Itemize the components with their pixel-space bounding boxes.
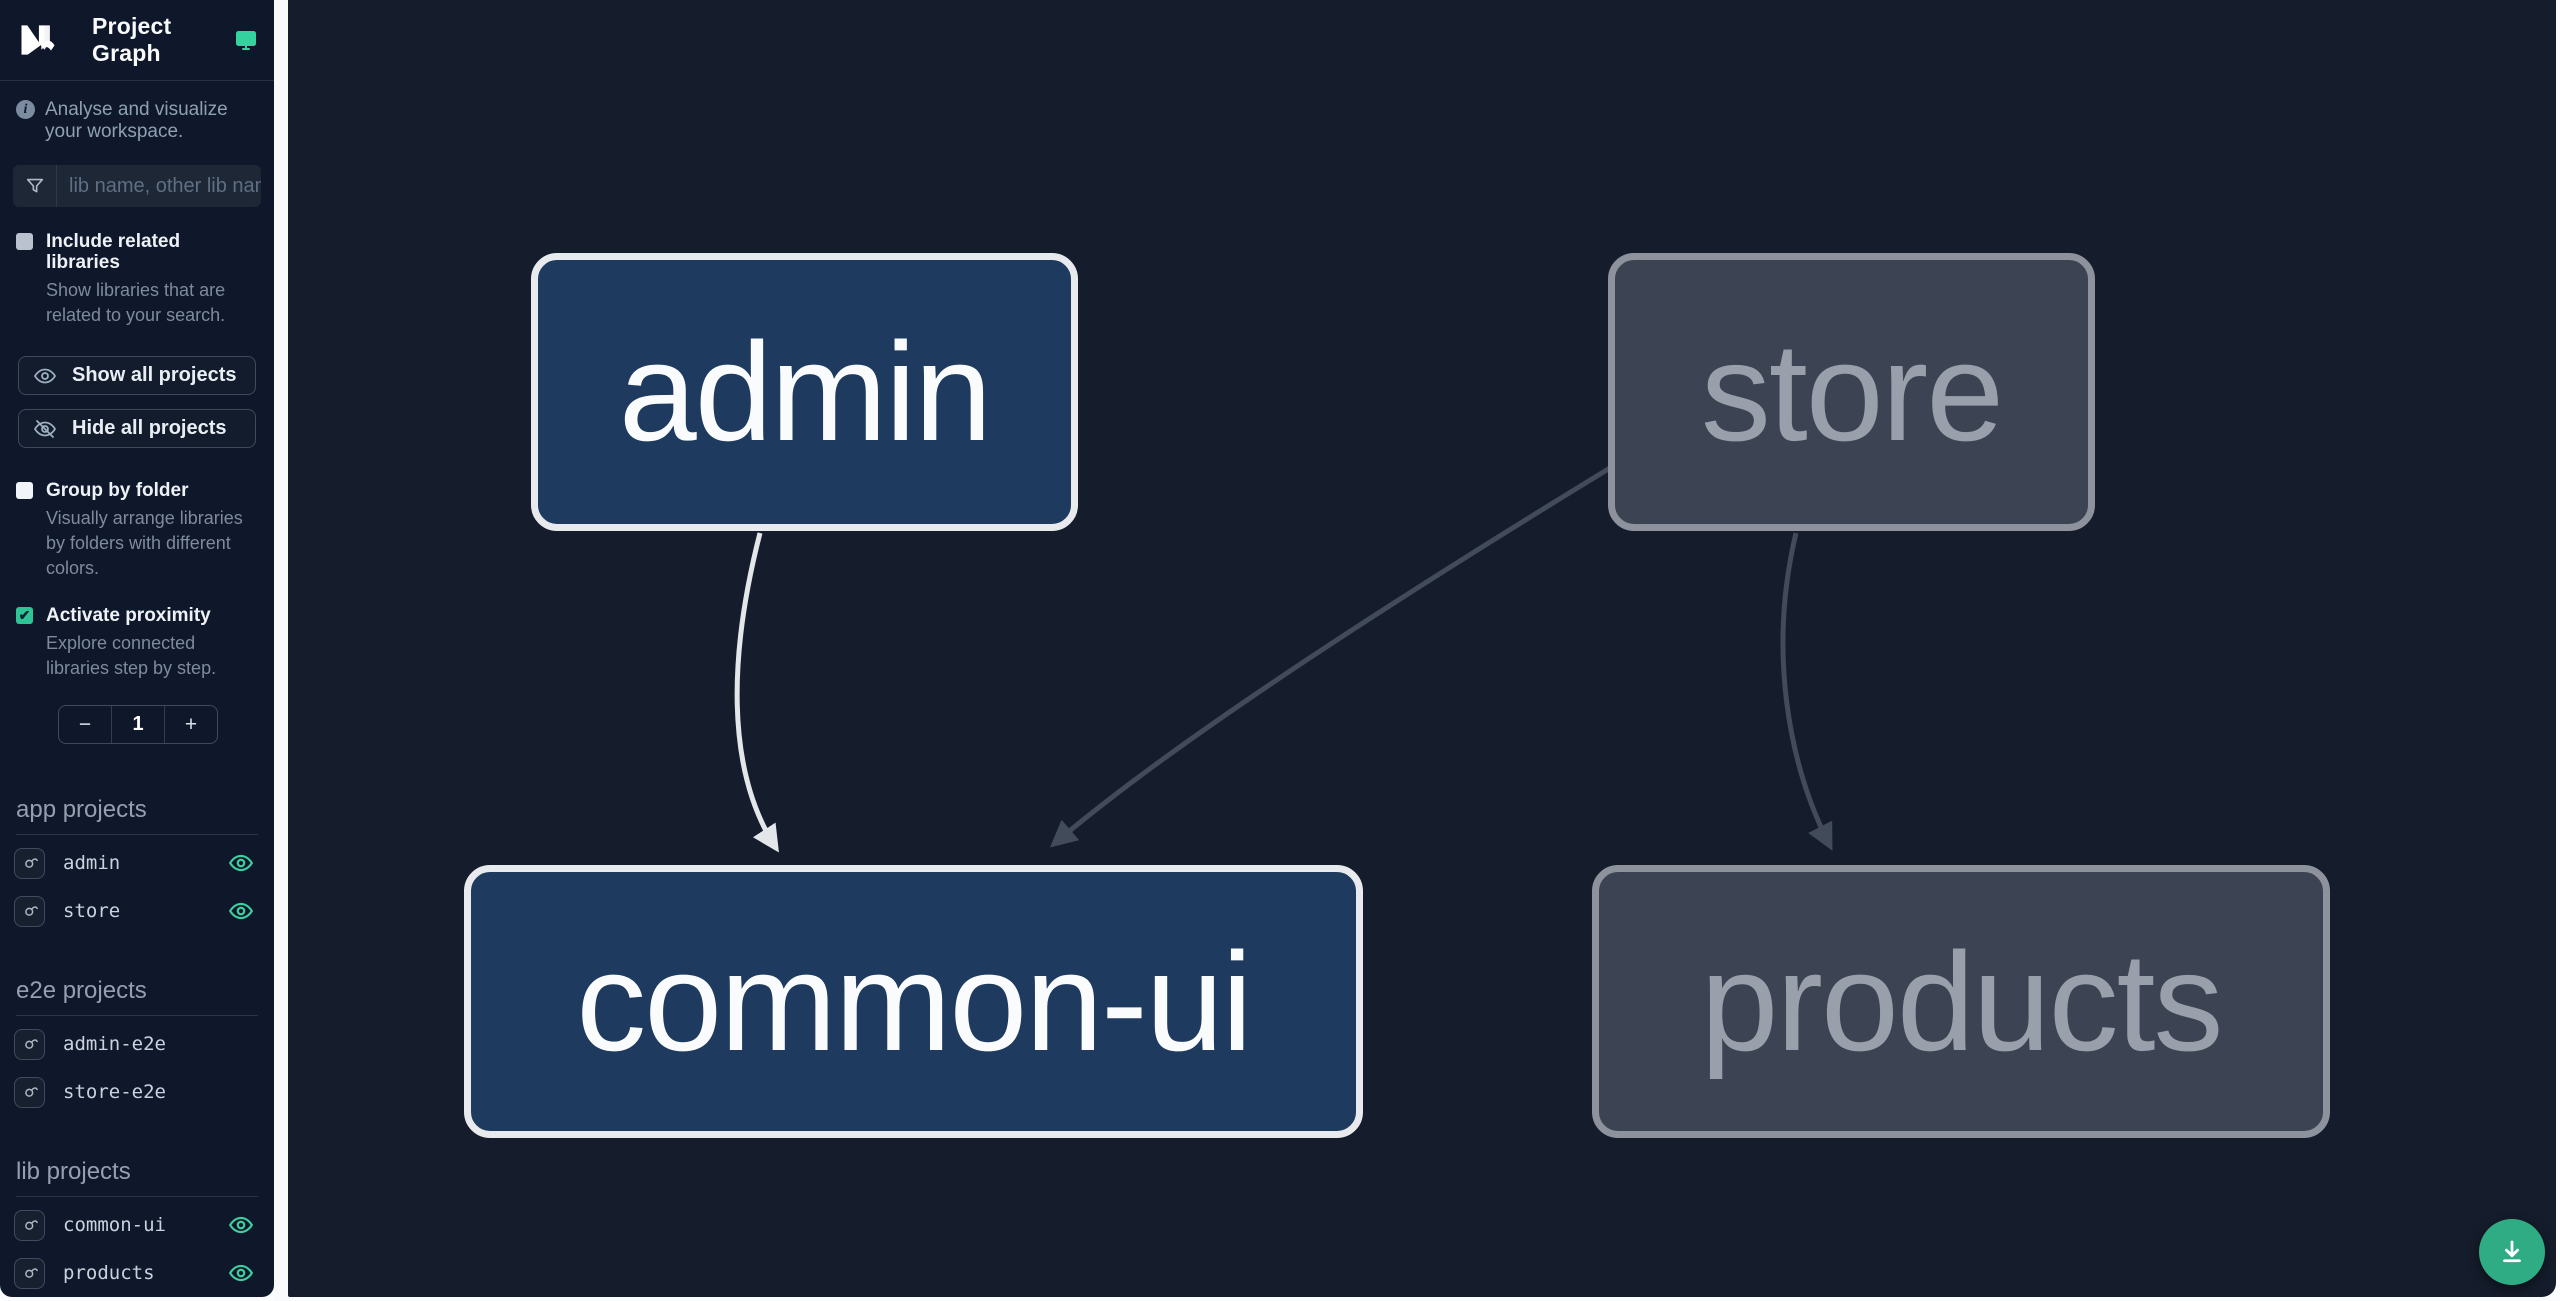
info-icon: i	[16, 100, 35, 119]
graph-node-admin[interactable]: admin	[531, 253, 1078, 531]
include-related-description: Show libraries that are related to your …	[46, 280, 226, 325]
project-row-store-e2e: store-e2e	[14, 1072, 274, 1112]
nx-logo-icon[interactable]	[16, 18, 60, 62]
node-label: products	[1700, 922, 2224, 1080]
edge-store-to-products	[1780, 532, 1833, 851]
eye-icon[interactable]	[228, 1212, 254, 1238]
proximity-depth-value[interactable]: 1	[111, 706, 165, 743]
eye-icon[interactable]	[228, 898, 254, 924]
sidebar: Project Graph i Analyse and visualize yo…	[0, 0, 274, 1297]
project-name[interactable]: admin-e2e	[63, 1033, 166, 1055]
project-name[interactable]: store	[63, 900, 121, 922]
edge-admin-to-common-ui	[734, 532, 779, 853]
project-row-products: products	[14, 1253, 274, 1293]
section-title-e2e-projects: e2e projects	[16, 977, 258, 1016]
focus-icon[interactable]	[14, 895, 45, 927]
group-by-folder-label[interactable]: Group by folder	[46, 480, 189, 501]
edges-layer	[734, 465, 1833, 853]
project-row-common-ui: common-ui	[14, 1205, 274, 1245]
project-name[interactable]: products	[63, 1262, 155, 1284]
focus-icon[interactable]	[14, 1257, 45, 1289]
activate-proximity-description: Explore connected libraries step by step…	[46, 633, 217, 678]
graph-canvas[interactable]: admin store common-ui products	[288, 0, 2556, 1297]
download-image-button[interactable]	[2479, 1219, 2545, 1285]
monitor-icon[interactable]	[234, 28, 258, 52]
edge-store-to-common-ui	[1049, 465, 1612, 848]
activate-proximity-option: Activate proximity Explore connected lib…	[16, 605, 258, 681]
decrement-button[interactable]: −	[59, 706, 111, 743]
hide-all-projects-button[interactable]: Hide all projects	[18, 409, 256, 448]
focus-icon[interactable]	[14, 1209, 45, 1241]
increment-button[interactable]: +	[165, 706, 217, 743]
include-related-label[interactable]: Include related libraries	[46, 231, 181, 273]
project-row-admin-e2e: admin-e2e	[14, 1024, 274, 1064]
node-label: admin	[618, 313, 992, 470]
page-title: Project Graph	[92, 13, 172, 66]
focus-icon[interactable]	[14, 1076, 45, 1108]
group-by-folder-description: Visually arrange libraries by folders wi…	[46, 508, 243, 578]
eye-icon[interactable]	[228, 1260, 254, 1286]
node-label: common-ui	[576, 922, 1252, 1080]
eye-icon[interactable]	[228, 850, 254, 876]
eye-off-icon	[33, 419, 57, 438]
filter-bar	[13, 165, 261, 207]
project-name[interactable]: admin	[63, 852, 121, 874]
tagline-text: Analyse and visualize your workspace.	[45, 99, 228, 142]
filter-input[interactable]	[57, 165, 261, 207]
hide-all-projects-label: Hide all projects	[72, 417, 227, 439]
section-title-app-projects: app projects	[16, 796, 258, 835]
include-related-option: Include related libraries Show libraries…	[16, 231, 258, 328]
focus-icon[interactable]	[14, 847, 45, 879]
show-all-projects-label: Show all projects	[72, 364, 237, 386]
section-title-lib-projects: lib projects	[16, 1158, 258, 1197]
eye-icon	[33, 368, 57, 383]
show-all-projects-button[interactable]: Show all projects	[18, 356, 256, 395]
group-by-folder-option: Group by folder Visually arrange librari…	[16, 480, 258, 581]
project-name[interactable]: store-e2e	[63, 1081, 166, 1103]
proximity-depth-stepper: − 1 +	[58, 705, 218, 744]
project-row-store: store	[14, 891, 274, 931]
header-divider	[0, 80, 274, 81]
sidebar-header: Project Graph	[0, 0, 274, 80]
group-by-folder-checkbox[interactable]	[16, 482, 33, 499]
graph-node-store[interactable]: store	[1608, 253, 2095, 531]
node-label: store	[1700, 313, 2004, 470]
project-name[interactable]: common-ui	[63, 1214, 166, 1236]
graph-node-products[interactable]: products	[1592, 865, 2330, 1138]
include-related-checkbox[interactable]	[16, 233, 33, 250]
panel-resizer[interactable]	[274, 0, 288, 1301]
tagline: i Analyse and visualize your workspace.	[0, 81, 274, 143]
project-row-admin: admin	[14, 843, 274, 883]
activate-proximity-label[interactable]: Activate proximity	[46, 605, 211, 626]
activate-proximity-checkbox[interactable]	[16, 607, 33, 624]
download-icon	[2503, 1240, 2521, 1263]
graph-node-common-ui[interactable]: common-ui	[464, 865, 1363, 1138]
funnel-icon	[13, 165, 57, 207]
focus-icon[interactable]	[14, 1028, 45, 1060]
